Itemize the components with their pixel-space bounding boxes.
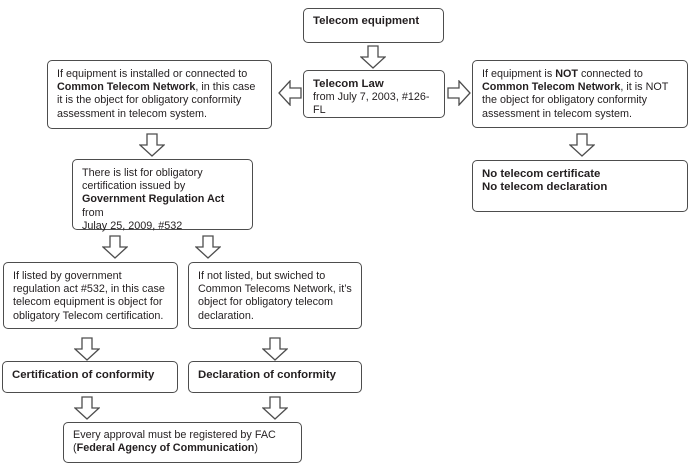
fac-registration-box: Every approval must be registered by FAC… (63, 422, 302, 463)
declaration-label: Declaration of conformity (198, 369, 336, 381)
no-certificate-text: No telecom certificate No telecom declar… (482, 168, 608, 194)
not-listed-text: If not listed, but swiched to Common Tel… (198, 270, 352, 322)
certification-box: Certification of conformity (2, 361, 178, 393)
arrow-down-icon (74, 337, 100, 361)
no-certificate-box: No telecom certificate No telecom declar… (472, 160, 688, 212)
obligatory-list-box: There is list for obligatory certificati… (72, 159, 253, 232)
arrow-down-icon (360, 45, 386, 69)
not-connected-text: , it is NOT the object for obligatory co… (482, 81, 669, 120)
registration-paren: ( (73, 442, 77, 455)
listed-box: If listed by government regulation act #… (3, 262, 178, 329)
listed-text: If listed by government regulation act #… (13, 270, 165, 322)
not-connected-equipment-box: If equipment is NOT connected to Common … (472, 60, 688, 128)
registration-bold: Federal Agency of Communication (76, 442, 255, 455)
arrow-down-icon (262, 337, 288, 361)
telecom-equipment-label: Telecom equipment (313, 15, 420, 27)
arrow-down-icon (102, 235, 128, 259)
not-connected-not-bold: NOT (555, 68, 579, 80)
declaration-box: Declaration of conformity (188, 361, 362, 393)
not-connected-text: connected to (581, 68, 643, 80)
telecom-law-title: Telecom Law (313, 78, 384, 90)
obligatory-list-text: There is list for obligatory certificati… (82, 167, 203, 193)
registration-text: Every approval must be registered by FAC (73, 429, 276, 441)
arrow-down-icon (139, 133, 165, 157)
registration-paren: ) (254, 442, 258, 455)
arrow-right-icon (447, 80, 471, 106)
arrow-down-icon (74, 396, 100, 420)
obligatory-list-bold: Government Regulation Act (82, 193, 225, 206)
connected-equipment-box: If equipment is installed or connected t… (47, 60, 272, 129)
telecom-law-subtitle: from July 7, 2003, #126-FL (313, 91, 430, 117)
telecom-equipment-box: Telecom equipment (303, 8, 444, 43)
connected-text-bold: Common Telecom Network (57, 81, 196, 94)
not-connected-network-bold: Common Telecom Network (482, 81, 621, 94)
connected-text: , in this case it is the object for obli… (57, 81, 256, 120)
not-listed-box: If not listed, but swiched to Common Tel… (188, 262, 362, 329)
arrow-left-icon (278, 80, 302, 106)
arrow-down-icon (195, 235, 221, 259)
obligatory-list-text: from Julay 25, 2009, #532 (82, 206, 183, 232)
arrow-down-icon (569, 133, 595, 157)
certification-label: Certification of conformity (12, 369, 155, 381)
not-connected-text: If equipment is (482, 68, 556, 80)
telecom-law-box: Telecom Law from July 7, 2003, #126-FL (303, 70, 445, 118)
arrow-down-icon (262, 396, 288, 420)
connected-text: If equipment is installed or connected t… (57, 68, 248, 80)
